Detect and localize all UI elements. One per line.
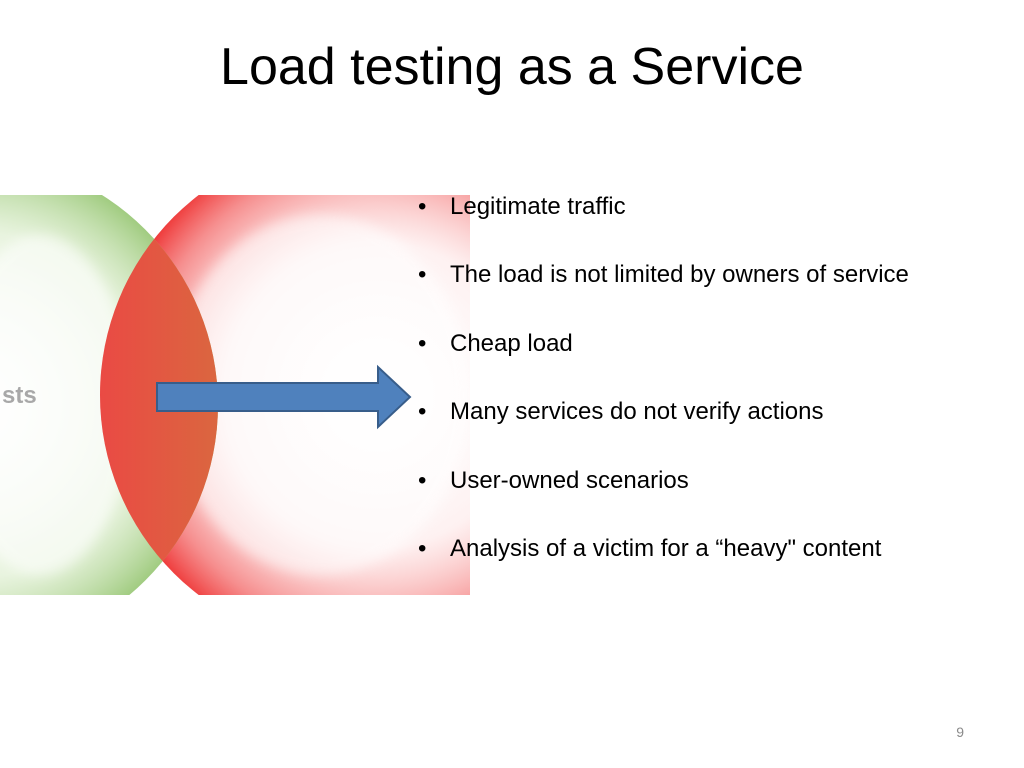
page-number: 9: [956, 724, 964, 740]
bullet-dot-icon: •: [418, 329, 427, 357]
bullet-dot-icon: •: [418, 193, 427, 220]
slide-title: Load testing as a Service: [220, 38, 804, 96]
bullet-item: • Legitimate traffic: [418, 188, 1008, 256]
bullet-text: The load is not limited by owners of ser…: [450, 261, 909, 289]
bullet-text: Legitimate traffic: [450, 193, 626, 220]
venn-graphic: sts: [0, 195, 470, 595]
bullet-list: • Legitimate traffic • The load is not l…: [418, 188, 1008, 598]
bullet-item: • The load is not limited by owners of s…: [418, 256, 1008, 324]
right-arrow-icon: [156, 364, 412, 430]
bullet-text: Analysis of a victim for a “heavy" conte…: [450, 534, 882, 562]
partial-label: sts: [2, 382, 37, 409]
bullet-text: Cheap load: [450, 329, 573, 357]
bullet-item: • Cheap load: [418, 325, 1008, 393]
bullet-dot-icon: •: [418, 534, 427, 562]
bullet-text: Many services do not verify actions: [450, 398, 824, 426]
bullet-text: User-owned scenarios: [450, 466, 689, 494]
bullet-dot-icon: •: [418, 398, 427, 426]
bullet-item: • Analysis of a victim for a “heavy" con…: [418, 530, 1008, 598]
bullet-item: • User-owned scenarios: [418, 462, 1008, 530]
bullet-item: • Many services do not verify actions: [418, 393, 1008, 461]
venn-diagram-svg: sts: [0, 195, 470, 595]
bullet-dot-icon: •: [418, 466, 427, 494]
bullet-dot-icon: •: [418, 261, 427, 289]
green-circle-haze: [0, 235, 130, 575]
